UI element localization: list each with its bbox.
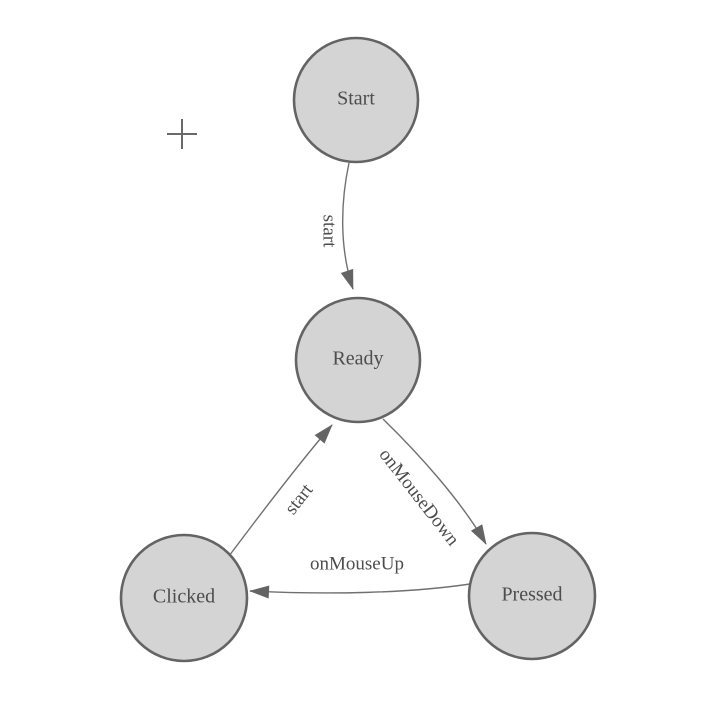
state-label-ready: Ready bbox=[332, 348, 383, 370]
state-node-pressed[interactable]: Pressed bbox=[467, 531, 597, 661]
state-node-start[interactable]: Start bbox=[292, 36, 420, 164]
state-node-clicked[interactable]: Clicked bbox=[119, 533, 249, 663]
transition-clicked-to-ready[interactable] bbox=[228, 424, 333, 557]
state-circle-start[interactable] bbox=[292, 36, 420, 164]
state-label-clicked: Clicked bbox=[153, 586, 215, 608]
crosshair-cursor bbox=[167, 119, 197, 149]
transition-start-to-ready[interactable] bbox=[340, 162, 354, 290]
state-circle-ready[interactable] bbox=[294, 296, 422, 424]
state-label-start: Start bbox=[337, 88, 375, 110]
state-circle-pressed[interactable] bbox=[467, 531, 597, 661]
state-circle-clicked[interactable] bbox=[119, 533, 249, 663]
transition-label-ready-to-pressed: onMouseDown bbox=[375, 445, 464, 551]
transition-ready-to-pressed[interactable] bbox=[382, 418, 487, 545]
state-node-ready[interactable]: Ready bbox=[294, 296, 422, 424]
cursor-layer bbox=[167, 119, 197, 149]
transition-label-clicked-to-ready: start bbox=[281, 479, 318, 518]
transition-label-pressed-to-clicked: onMouseUp bbox=[310, 553, 404, 574]
transition-label-start-to-ready: start bbox=[319, 215, 340, 248]
transition-pressed-to-clicked[interactable] bbox=[249, 583, 471, 599]
state-label-pressed: Pressed bbox=[501, 584, 562, 606]
